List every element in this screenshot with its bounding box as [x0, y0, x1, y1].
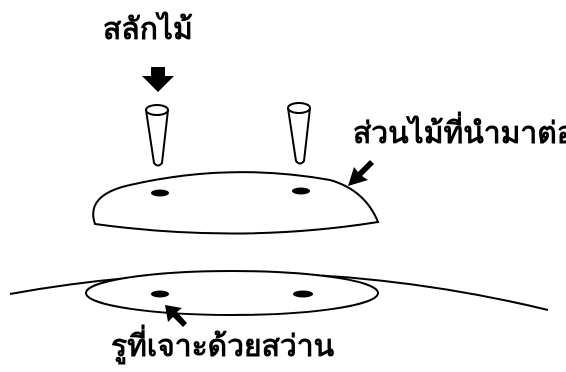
- label-dowel: สลักไม้: [103, 12, 193, 47]
- joined-wood-piece: [92, 171, 380, 235]
- drilled-hole-right: [293, 290, 313, 298]
- arrow-up-left-icon: [165, 305, 187, 327]
- upper-hole-left: [151, 189, 169, 197]
- upper-hole-right: [292, 187, 310, 195]
- label-drilled-holes: รูที่เจาะด้วยสว่าน: [111, 329, 335, 364]
- base-joint-surface: [85, 270, 379, 316]
- drilled-hole-left: [151, 290, 169, 298]
- arrow-down-icon: [142, 67, 174, 92]
- dowel-right: [287, 102, 311, 165]
- arrow-down-left-icon: [348, 160, 374, 186]
- dowel-left: [145, 104, 169, 167]
- label-joined-piece: ส่วนไม้ที่นำมาต่อ: [353, 116, 566, 151]
